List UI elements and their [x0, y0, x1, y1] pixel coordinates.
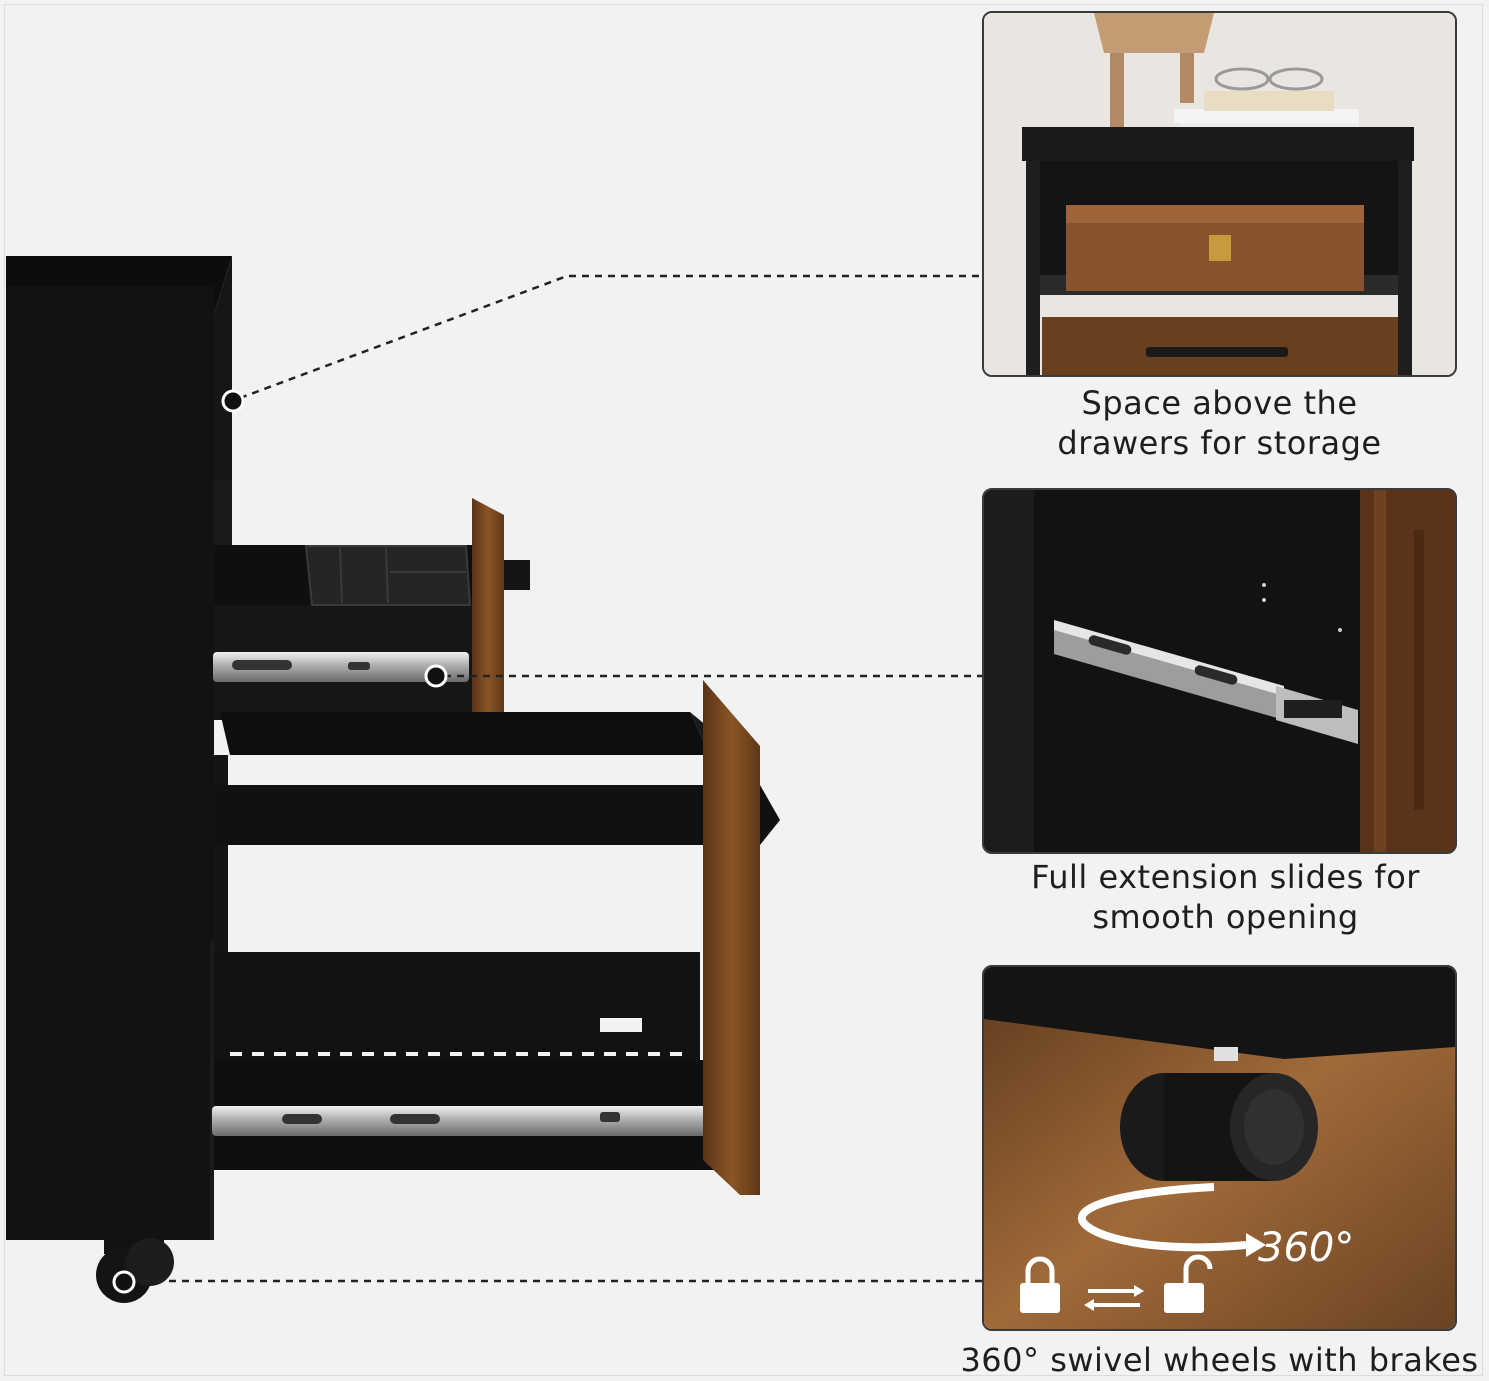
bottom-drawer: [212, 680, 760, 1195]
feature-image-slides: [982, 488, 1457, 854]
caster-wheel: [1120, 1073, 1318, 1181]
wooden-box: [1066, 205, 1364, 291]
caption-wheels-line1: 360° swivel wheels with brakes: [960, 1341, 1479, 1379]
callout-dots: [112, 389, 448, 1294]
file-drawer-frame: [214, 712, 780, 955]
caption-slides-line1: Full extension slides for: [1031, 858, 1420, 896]
caption-wheels: 360° swivel wheels with brakes: [958, 1340, 1481, 1380]
deer-figurine: [1094, 13, 1214, 133]
cabinet-caster: [96, 1238, 174, 1303]
caption-storage-line2: drawers for storage: [1057, 424, 1382, 462]
caption-slides-line2: smooth opening: [1092, 898, 1359, 936]
rotation-label: 360°: [1258, 1225, 1354, 1271]
callout-leaders: [130, 274, 983, 1283]
lock-icon: [1020, 1256, 1060, 1313]
feature-image-wheels: 360°: [982, 965, 1457, 1331]
swap-arrows-icon: [1084, 1285, 1144, 1311]
top-drawer: [213, 498, 530, 742]
drawer-slide-rail: [1054, 620, 1358, 744]
unlock-icon: [1164, 1254, 1213, 1313]
feature-image-storage: [982, 11, 1457, 377]
caption-storage-line1: Space above the: [1081, 384, 1358, 422]
caption-storage: Space above the drawers for storage: [982, 383, 1457, 463]
caption-slides: Full extension slides for smooth opening: [982, 857, 1469, 937]
rotation-arrow-icon: [1077, 1183, 1266, 1257]
cabinet-body: [6, 256, 232, 1240]
